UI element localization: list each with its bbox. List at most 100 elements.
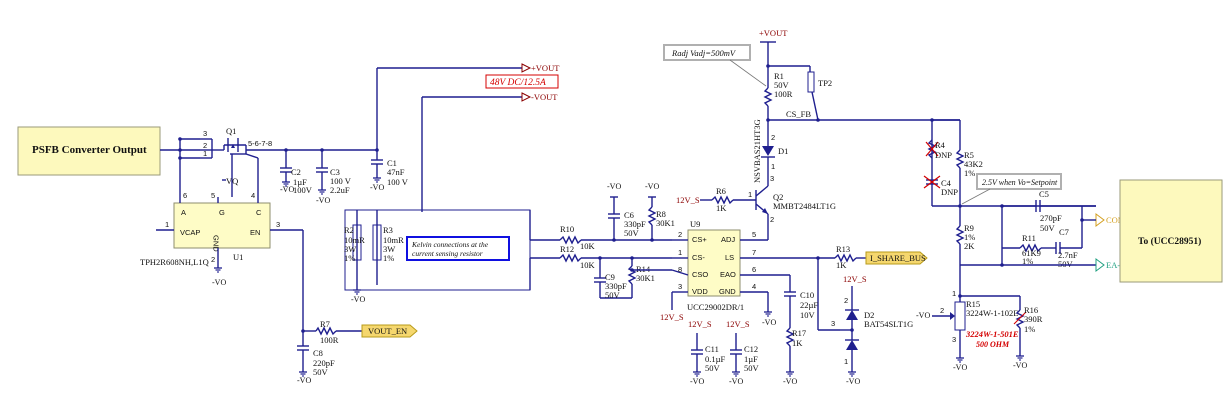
svg-text:2.5V when Vo=Setpoint: 2.5V when Vo=Setpoint bbox=[982, 178, 1058, 187]
svg-text:EAO: EAO bbox=[720, 270, 736, 279]
svg-text:47nF: 47nF bbox=[387, 167, 405, 177]
svg-text:1%: 1% bbox=[1024, 324, 1035, 334]
svg-text:7: 7 bbox=[752, 248, 756, 257]
svg-text:R5: R5 bbox=[964, 150, 974, 160]
resistor-r10 bbox=[559, 235, 672, 245]
svg-text:C10: C10 bbox=[800, 290, 814, 300]
svg-text:-VO: -VO bbox=[1013, 361, 1027, 370]
svg-text:C7: C7 bbox=[1059, 227, 1069, 237]
svg-text:C: C bbox=[256, 208, 262, 217]
svg-text:0.1µF: 0.1µF bbox=[705, 354, 726, 364]
svg-text:50V: 50V bbox=[1040, 223, 1056, 233]
svg-text:1µF: 1µF bbox=[744, 354, 758, 364]
svg-text:5: 5 bbox=[752, 230, 756, 239]
resistor-r16 bbox=[1013, 296, 1027, 361]
psfb-block bbox=[17, 126, 161, 176]
svg-text:-VO: -VO bbox=[846, 377, 860, 386]
svg-text:12V_S: 12V_S bbox=[843, 274, 867, 284]
svg-text:5-6-7-8: 5-6-7-8 bbox=[248, 139, 272, 148]
capacitor-c7 bbox=[1055, 242, 1082, 254]
chip-u1 bbox=[173, 202, 271, 249]
svg-text:NSVBAS21HT3G: NSVBAS21HT3G bbox=[752, 119, 762, 183]
svg-text:C11: C11 bbox=[705, 344, 719, 354]
svg-text:CSO: CSO bbox=[692, 270, 708, 279]
svg-text:2: 2 bbox=[940, 306, 944, 315]
svg-text:3W: 3W bbox=[383, 244, 395, 254]
svg-text:EA-: EA- bbox=[1106, 260, 1120, 270]
svg-text:2K: 2K bbox=[964, 241, 975, 251]
svg-text:330pF: 330pF bbox=[605, 281, 627, 291]
rating-annotation bbox=[485, 74, 559, 89]
svg-text:1: 1 bbox=[952, 289, 956, 298]
svg-text:R3: R3 bbox=[383, 225, 393, 235]
svg-text:-VO: -VO bbox=[783, 377, 797, 386]
svg-text:DNP: DNP bbox=[941, 187, 958, 197]
svg-text:10V: 10V bbox=[800, 310, 816, 320]
svg-text:ADJ: ADJ bbox=[721, 235, 735, 244]
capacitor-c9 bbox=[594, 258, 632, 299]
svg-text:1K: 1K bbox=[836, 260, 847, 270]
resistor-r14 bbox=[627, 258, 637, 298]
svg-text:61K9: 61K9 bbox=[1022, 248, 1041, 258]
svg-text:30K1: 30K1 bbox=[656, 218, 675, 228]
svg-text:R4: R4 bbox=[935, 140, 946, 150]
svg-text:-VO: -VO bbox=[916, 311, 930, 320]
testpoint-tp2 bbox=[766, 64, 819, 121]
svg-text:R13: R13 bbox=[836, 244, 850, 254]
svg-text:LS: LS bbox=[725, 253, 734, 262]
svg-text:Q2: Q2 bbox=[773, 192, 783, 202]
svg-text:2: 2 bbox=[771, 133, 775, 142]
capacitor-c6 bbox=[608, 197, 620, 240]
capacitor-c5 bbox=[1002, 200, 1041, 212]
svg-text:CS+: CS+ bbox=[692, 235, 707, 244]
svg-text:500 OHM: 500 OHM bbox=[976, 340, 1010, 349]
svg-text:Radj Vadj=500mV: Radj Vadj=500mV bbox=[671, 48, 737, 58]
svg-text:12V_S: 12V_S bbox=[660, 312, 684, 322]
svg-text:43K2: 43K2 bbox=[964, 159, 983, 169]
svg-text:2: 2 bbox=[770, 215, 774, 224]
resistor-r7 bbox=[303, 326, 362, 336]
svg-text:1: 1 bbox=[844, 357, 848, 366]
svg-text:1%: 1% bbox=[964, 168, 975, 178]
resistor-r3 bbox=[372, 224, 382, 261]
svg-text:8: 8 bbox=[678, 265, 682, 274]
svg-text:48V DC/12.5A: 48V DC/12.5A bbox=[490, 78, 546, 88]
svg-text:R12: R12 bbox=[560, 244, 574, 254]
svg-text:VOUT_EN: VOUT_EN bbox=[368, 326, 407, 336]
capacitor-c1 bbox=[371, 150, 383, 183]
psfb-block-label: PSFB Converter Output bbox=[32, 144, 147, 156]
svg-text:-VOUT: -VOUT bbox=[531, 92, 558, 102]
radj-note bbox=[663, 44, 751, 61]
setpoint-note bbox=[976, 173, 1062, 190]
resistor-r17 bbox=[785, 318, 795, 377]
svg-text:TP2: TP2 bbox=[818, 78, 832, 88]
svg-text:+VOUT: +VOUT bbox=[531, 63, 560, 73]
resistor-r11 bbox=[1019, 243, 1056, 253]
svg-text:4: 4 bbox=[752, 282, 756, 291]
svg-text:C3: C3 bbox=[330, 167, 340, 177]
svg-text:C4: C4 bbox=[941, 178, 952, 188]
resistor-r13 bbox=[834, 253, 866, 263]
svg-text:2: 2 bbox=[844, 296, 848, 305]
capacitor-c11 bbox=[691, 333, 703, 377]
svg-text:10K: 10K bbox=[580, 260, 596, 270]
svg-text:1: 1 bbox=[771, 162, 775, 171]
svg-text:COMP: COMP bbox=[1106, 215, 1130, 225]
capacitor-c2 bbox=[280, 150, 292, 187]
svg-text:3: 3 bbox=[203, 129, 207, 138]
svg-text:VDD: VDD bbox=[692, 287, 708, 296]
svg-text:R10: R10 bbox=[560, 224, 574, 234]
svg-text:-VO: -VO bbox=[280, 185, 294, 194]
svg-text:12V_S: 12V_S bbox=[726, 319, 750, 329]
svg-text:R15: R15 bbox=[966, 299, 980, 309]
svg-text:R17: R17 bbox=[792, 328, 806, 338]
svg-text:R1: R1 bbox=[774, 71, 784, 81]
svg-text:100R: 100R bbox=[774, 89, 793, 99]
svg-text:12V_S: 12V_S bbox=[676, 195, 700, 205]
net-label-comp bbox=[1095, 213, 1105, 227]
svg-text:100V: 100V bbox=[293, 185, 313, 195]
svg-text:5: 5 bbox=[211, 191, 215, 200]
svg-text:R8: R8 bbox=[656, 209, 666, 219]
svg-text:-VO: -VO bbox=[690, 377, 704, 386]
